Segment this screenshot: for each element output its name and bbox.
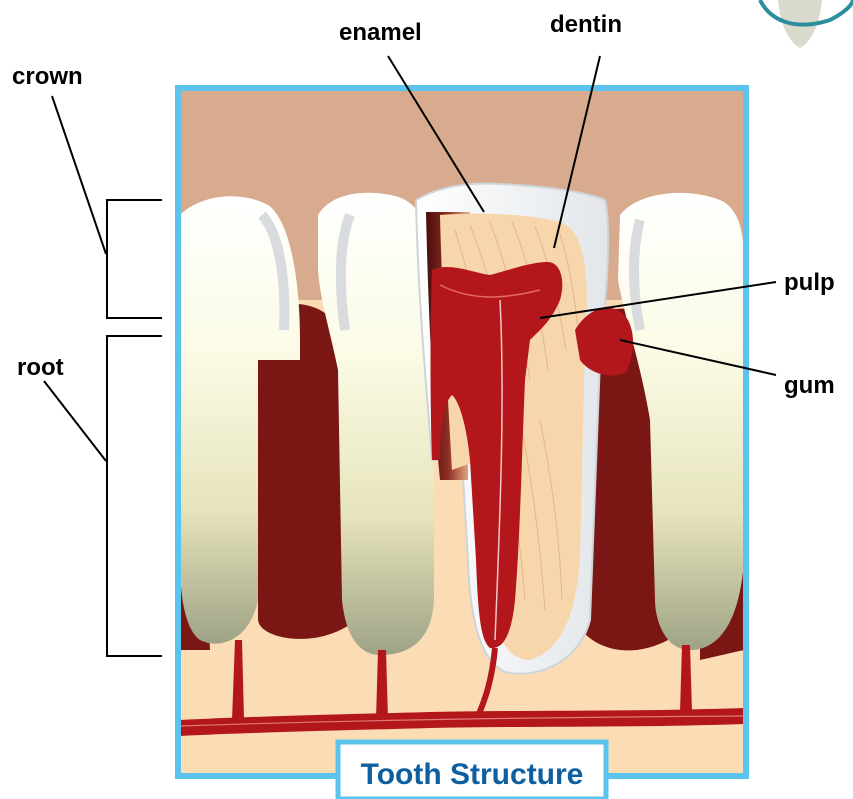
- crown-leader: [52, 96, 106, 254]
- label-dentin: dentin: [550, 11, 622, 38]
- root-bracket: [107, 336, 162, 656]
- title-box: Tooth Structure: [338, 742, 606, 799]
- label-pulp: pulp: [784, 269, 835, 296]
- tooth-logo-icon: [760, 0, 853, 48]
- diagram-panel: [180, 90, 744, 780]
- crown-bracket: [107, 200, 162, 318]
- label-root: root: [17, 354, 64, 381]
- root-leader: [44, 381, 106, 461]
- label-crown: crown: [12, 63, 83, 90]
- label-gum: gum: [784, 372, 835, 399]
- diagram-title: Tooth Structure: [361, 758, 584, 791]
- label-enamel: enamel: [339, 19, 422, 46]
